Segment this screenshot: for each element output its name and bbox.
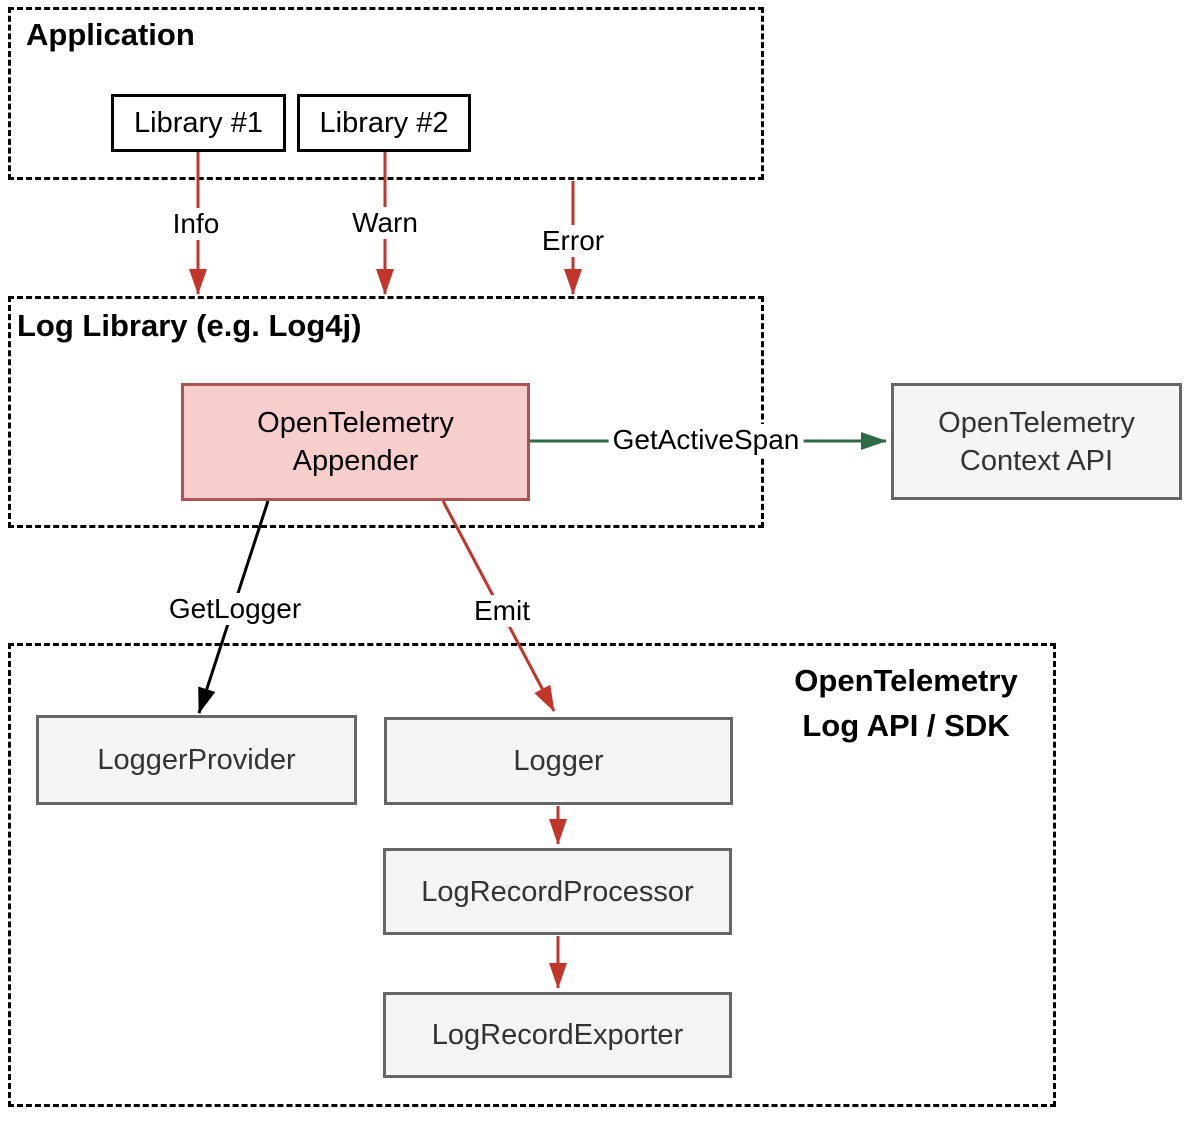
otel-appender-node: OpenTelemetry Appender: [181, 383, 530, 501]
get-logger-label: GetLogger: [164, 593, 306, 625]
otel-sdk-title: OpenTelemetry Log API / SDK: [756, 658, 1056, 748]
otel-context-api-label-line1: OpenTelemetry: [938, 406, 1135, 439]
log-record-exporter-label: LogRecordExporter: [431, 1019, 684, 1051]
logger-node: Logger: [384, 717, 733, 805]
otel-sdk-title-line1: OpenTelemetry: [794, 663, 1018, 698]
otel-sdk-title-line2: Log API / SDK: [802, 708, 1010, 743]
log-record-processor-label: LogRecordProcessor: [421, 875, 694, 908]
otel-context-api-label-line2: Context API: [959, 444, 1114, 477]
library1-node: Library #1: [111, 94, 286, 152]
otel-sdk-container: [8, 643, 1056, 1107]
library1-label: Library #1: [134, 107, 263, 139]
library2-node: Library #2: [297, 94, 471, 152]
log-record-exporter-node: LogRecordExporter: [383, 992, 732, 1078]
error-label: Error: [537, 225, 609, 257]
log-record-processor-node: LogRecordProcessor: [383, 848, 732, 935]
library2-label: Library #2: [319, 107, 449, 139]
application-title: Application: [26, 17, 195, 52]
otel-context-api-node: OpenTelemetry Context API: [891, 383, 1182, 500]
logger-provider-node: LoggerProvider: [36, 715, 357, 805]
logger-label: Logger: [513, 745, 604, 777]
info-label: Info: [168, 208, 224, 240]
otel-appender-label-line1: OpenTelemetry: [257, 407, 454, 439]
log-library-container: [8, 296, 764, 528]
log-library-title: Log Library (e.g. Log4j): [17, 308, 362, 343]
otel-appender-label-line2: Appender: [292, 445, 419, 477]
get-active-span-label: GetActiveSpan: [608, 424, 804, 456]
logger-provider-label: LoggerProvider: [97, 744, 296, 776]
warn-label: Warn: [348, 207, 422, 239]
emit-label: Emit: [470, 595, 534, 627]
